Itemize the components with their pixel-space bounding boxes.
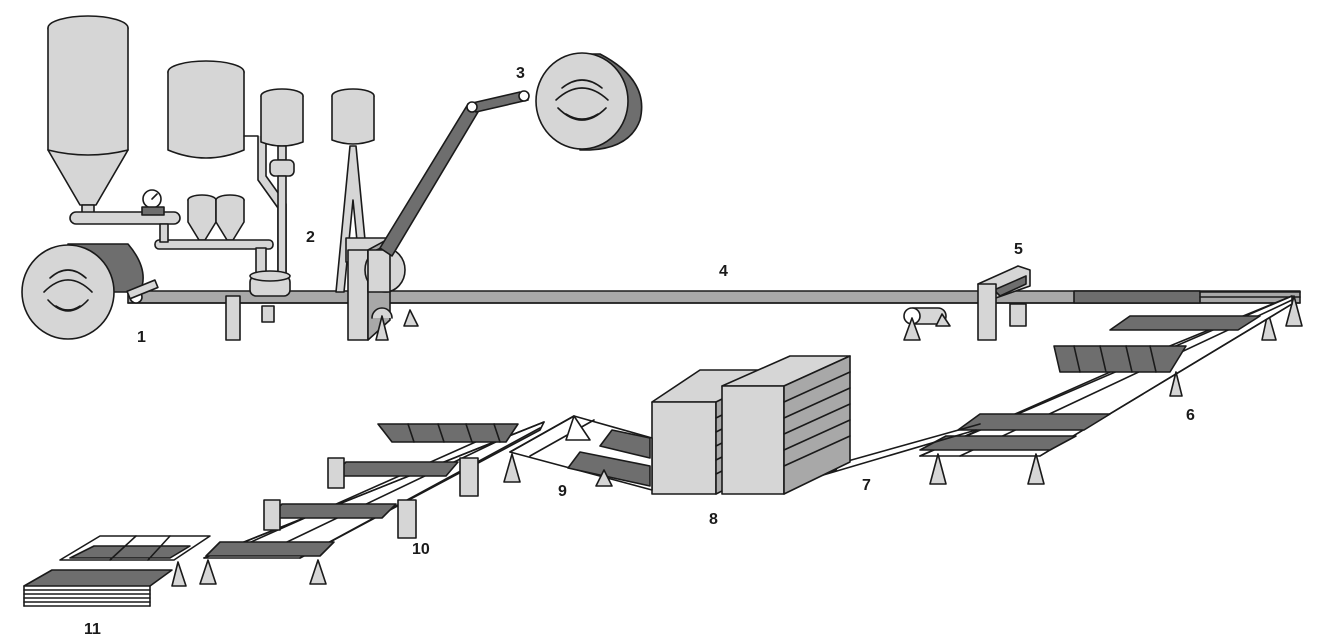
belt-support-roller <box>903 307 951 341</box>
label-8: 8 <box>709 511 718 528</box>
dryer-unit-right <box>721 355 851 495</box>
sheet-stack <box>23 569 173 607</box>
laminating-press <box>345 237 419 341</box>
descending-conveyor <box>919 295 1293 485</box>
label-5: 5 <box>1014 241 1023 258</box>
dryer-outfeed <box>503 415 653 491</box>
label-6: 6 <box>1186 407 1195 424</box>
label-10: 10 <box>412 541 430 558</box>
sheet-stacking-table <box>59 535 211 587</box>
hopper-silo <box>47 15 181 225</box>
label-2: 2 <box>306 229 315 246</box>
label-3: 3 <box>516 65 525 82</box>
label-9: 9 <box>558 483 567 500</box>
label-11: 11 <box>84 621 101 638</box>
cutting-unit <box>977 265 1031 341</box>
cut-sheets-on-belt <box>1073 290 1303 341</box>
dosing-hoppers <box>154 194 274 279</box>
mixer-base <box>225 270 291 341</box>
mixing-tank <box>260 88 304 277</box>
supply-roll <box>21 243 159 340</box>
film-roll <box>535 52 643 151</box>
label-4: 4 <box>719 263 728 280</box>
trimming-conveyor <box>199 421 545 585</box>
film-feed <box>379 90 530 257</box>
label-7: 7 <box>862 477 871 494</box>
label-1: 1 <box>137 329 146 346</box>
